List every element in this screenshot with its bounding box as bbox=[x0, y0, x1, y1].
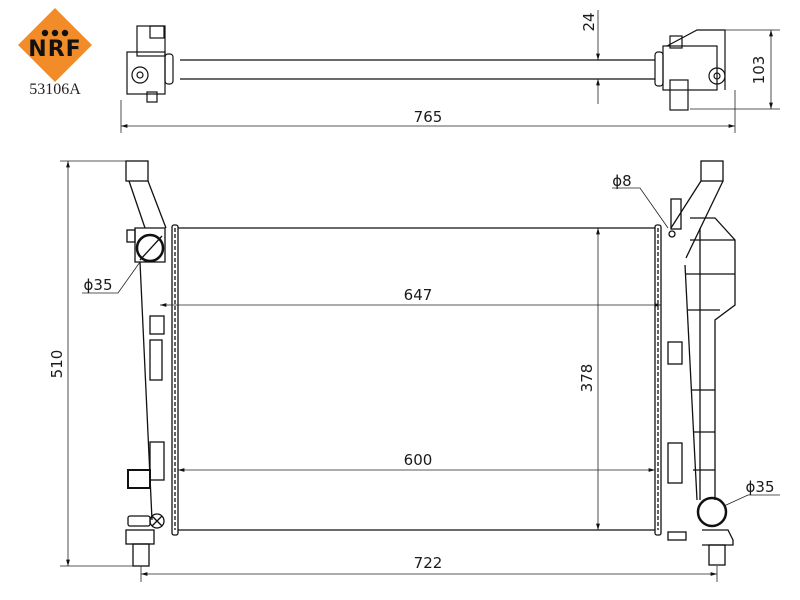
front-view-dimensions bbox=[60, 160, 780, 582]
logo-diamond-icon bbox=[18, 8, 92, 82]
dim-core-height: 378 bbox=[578, 364, 596, 393]
dim-outlet-diameter: ϕ35 bbox=[746, 478, 775, 496]
dim-overall-width: 765 bbox=[414, 108, 443, 126]
dim-bottom-width: 722 bbox=[414, 554, 443, 572]
dim-tube-diameter: 24 bbox=[580, 12, 598, 31]
brand-name: NRF bbox=[28, 37, 81, 62]
top-view bbox=[126, 25, 726, 111]
dim-core-width-inner: 600 bbox=[404, 451, 433, 469]
front-view bbox=[125, 160, 736, 567]
part-number: 53106A bbox=[29, 81, 81, 98]
nrf-logo: NRF bbox=[18, 8, 92, 82]
dim-vent-diameter: ϕ8 bbox=[612, 172, 631, 190]
dim-overall-height: 510 bbox=[48, 350, 66, 379]
dim-core-width-outer: 647 bbox=[404, 286, 433, 304]
dim-inlet-diameter: ϕ35 bbox=[84, 276, 113, 294]
dim-height: 103 bbox=[750, 56, 768, 85]
top-view-dimensions bbox=[120, 10, 780, 133]
